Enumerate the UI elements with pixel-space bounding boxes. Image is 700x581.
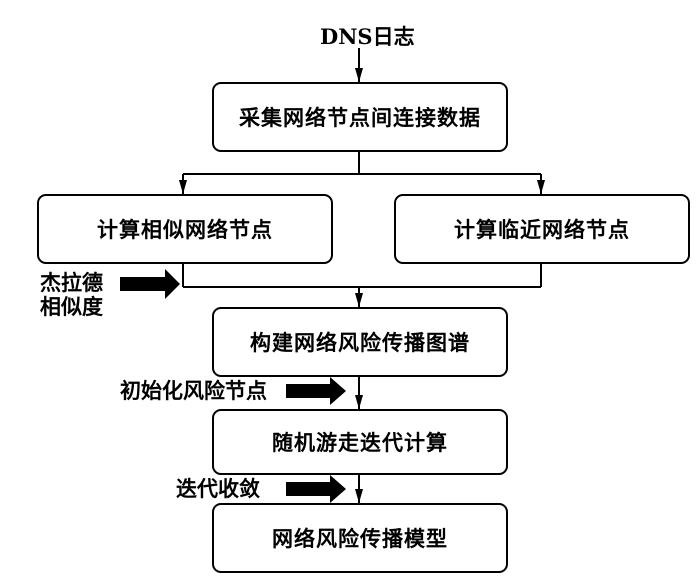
node-nearby-nodes: 计算临近网络节点 <box>394 194 690 264</box>
init-risk-block-arrow <box>286 377 346 405</box>
jaccard-block-arrow <box>120 269 180 299</box>
init-risk-label: 初始化风险节点 <box>120 378 267 403</box>
node-risk-model: 网络风险传播模型 <box>212 503 508 573</box>
arrowhead <box>355 293 363 307</box>
dns-log-label: DNS日志 <box>320 24 415 49</box>
node-similar-nodes: 计算相似网络节点 <box>37 194 333 264</box>
arrowhead <box>355 489 363 503</box>
arrowhead <box>355 395 363 409</box>
node-collect-data: 采集网络节点间连接数据 <box>212 82 508 152</box>
node-build-graph: 构建网络风险传播图谱 <box>212 307 508 377</box>
converge-label: 迭代收敛 <box>176 476 260 501</box>
jaccard-label-line2: 相似度 <box>40 294 103 319</box>
node-random-walk: 随机游走迭代计算 <box>212 409 508 475</box>
converge-block-arrow <box>286 475 346 503</box>
arrowhead <box>179 180 187 194</box>
arrowhead <box>355 68 363 82</box>
arrowhead <box>537 180 545 194</box>
jaccard-label-line1: 杰拉德 <box>40 270 103 295</box>
